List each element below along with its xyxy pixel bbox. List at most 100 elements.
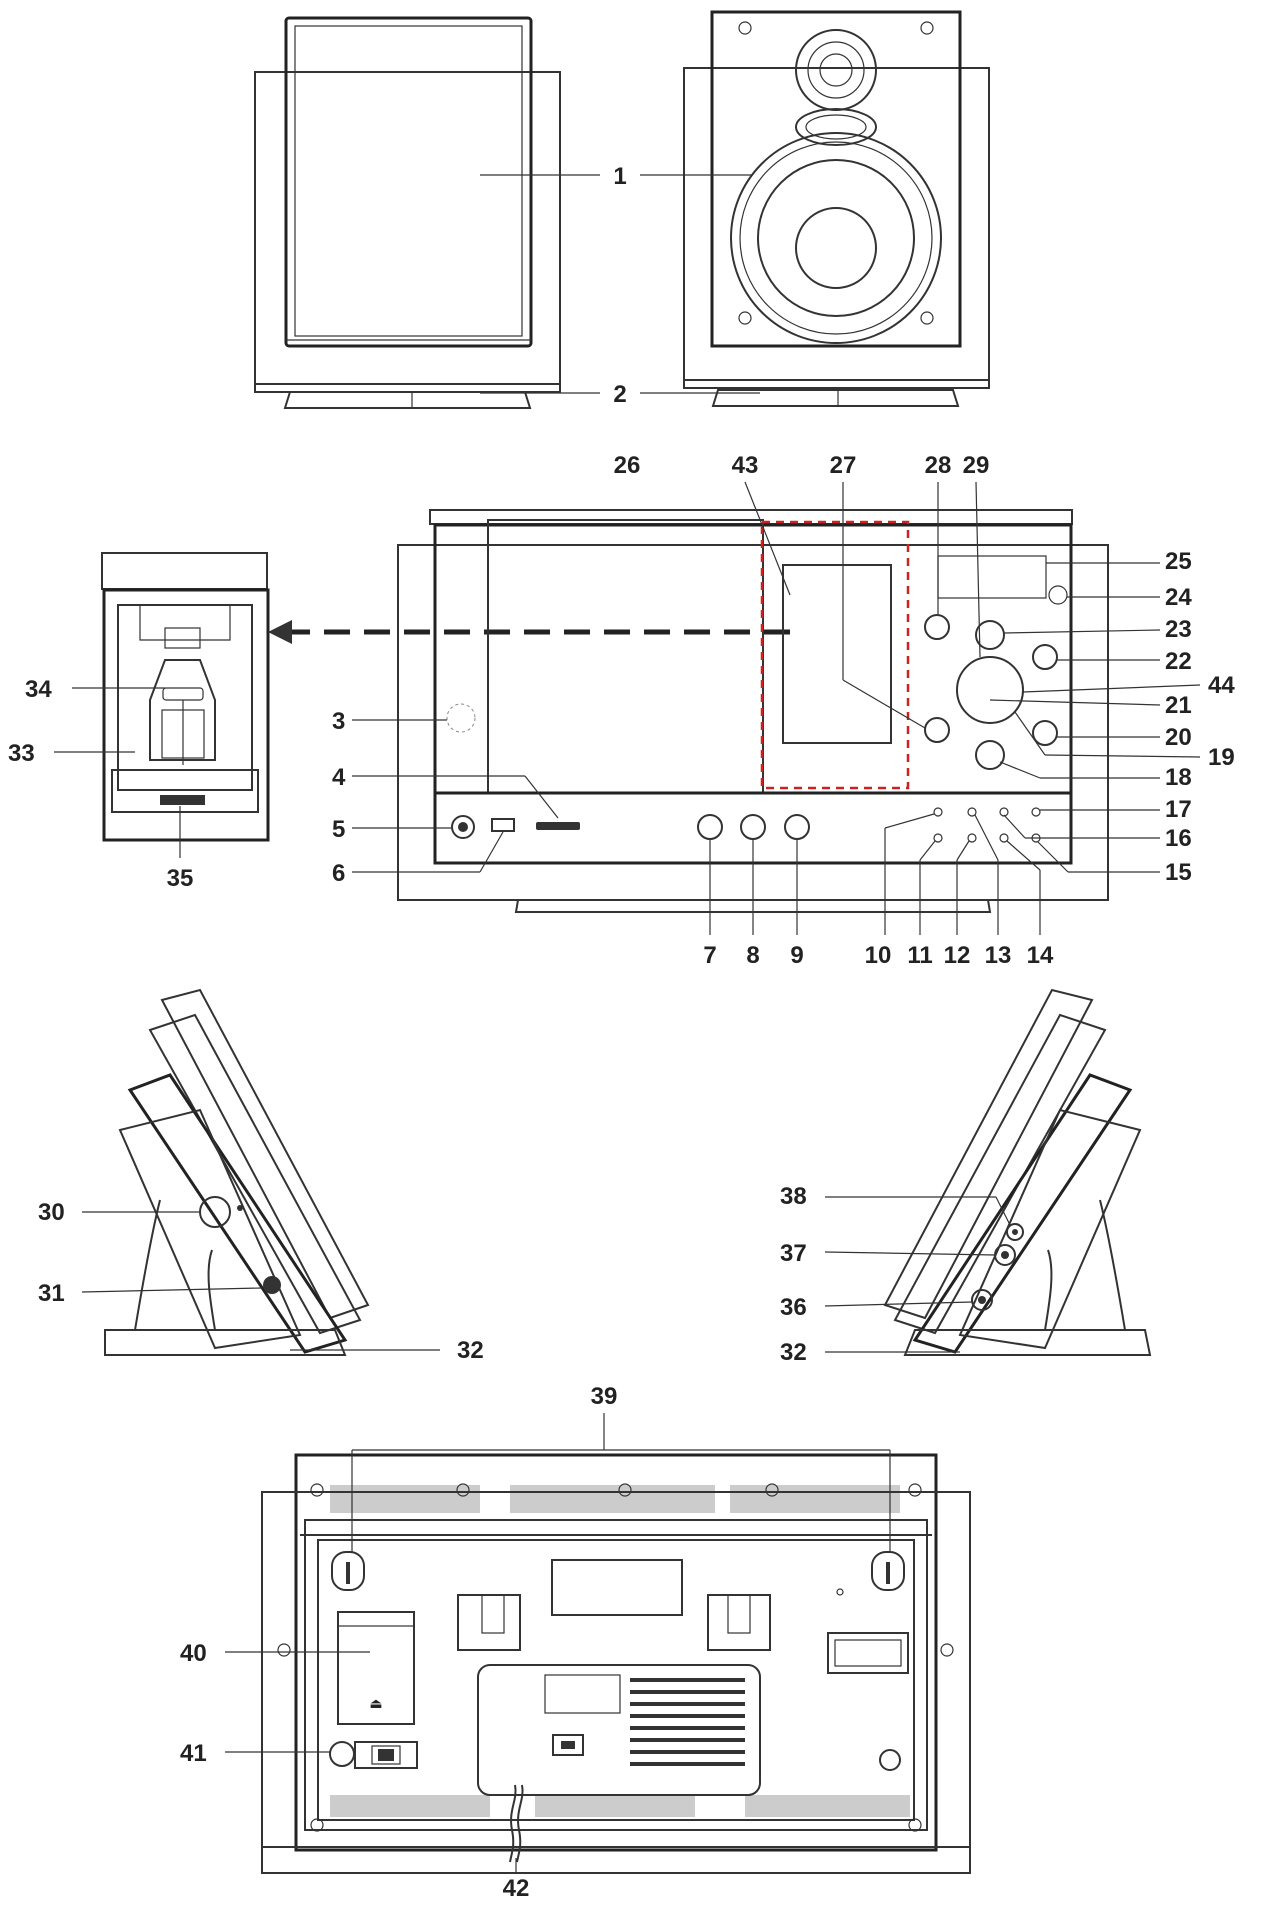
right-side-view: [883, 988, 1152, 1356]
rear-view: ⏏: [261, 1453, 971, 1874]
svg-text:27: 27: [830, 452, 857, 479]
callout-12: 12: [944, 840, 971, 969]
keyhole-right-icon: [871, 1551, 905, 1591]
tweeter-icon: [795, 29, 877, 111]
svg-text:15: 15: [1165, 859, 1192, 886]
callout-42: 42: [503, 1858, 530, 1902]
callout-29: 29: [963, 452, 990, 658]
callout-40: 40: [180, 1640, 370, 1667]
svg-text:6: 6: [332, 860, 345, 887]
callout-1: 1: [480, 163, 752, 190]
svg-text:36: 36: [780, 1294, 807, 1321]
svg-text:32: 32: [780, 1339, 807, 1366]
callout-17: 17: [1040, 796, 1192, 823]
svg-text:25: 25: [1165, 548, 1192, 575]
svg-text:32: 32: [457, 1337, 484, 1364]
battery-door-symbol: ⏏: [369, 1695, 382, 1711]
svg-text:10: 10: [865, 942, 892, 969]
svg-text:28: 28: [925, 452, 952, 479]
arrow-left-icon: [268, 620, 790, 644]
svg-text:44: 44: [1208, 672, 1235, 699]
svg-text:23: 23: [1165, 616, 1192, 643]
svg-text:33: 33: [8, 740, 35, 767]
svg-text:3: 3: [332, 708, 345, 735]
top-vent-slots: [330, 1485, 900, 1513]
svg-text:9: 9: [790, 942, 803, 969]
left-speaker-front-grille: [254, 16, 561, 409]
callout-15: 15: [1037, 841, 1192, 886]
svg-text:8: 8: [746, 942, 759, 969]
svg-text:29: 29: [963, 452, 990, 479]
svg-text:37: 37: [780, 1240, 807, 1267]
svg-text:21: 21: [1165, 692, 1192, 719]
callout-18: 18: [999, 761, 1192, 791]
callout-20: 20: [1057, 724, 1192, 751]
svg-text:12: 12: [944, 942, 971, 969]
svg-text:41: 41: [180, 1740, 207, 1767]
callout-33: 33: [8, 740, 135, 767]
svg-text:5: 5: [332, 816, 345, 843]
callout-23: 23: [1003, 616, 1192, 643]
svg-text:7: 7: [703, 942, 716, 969]
svg-text:18: 18: [1165, 764, 1192, 791]
svg-text:11: 11: [907, 942, 932, 969]
svg-text:38: 38: [780, 1183, 807, 1210]
callout-37: 37: [780, 1240, 996, 1267]
callout-14: 14: [1006, 840, 1054, 969]
callout-6: 6: [332, 831, 504, 887]
svg-text:1: 1: [613, 163, 626, 190]
callout-43: 43: [732, 452, 791, 596]
svg-text:20: 20: [1165, 724, 1192, 751]
callout-30: 30: [38, 1199, 200, 1226]
callout-36: 36: [780, 1294, 973, 1321]
ipod-dock-tray: [101, 552, 270, 842]
svg-text:2: 2: [613, 381, 626, 408]
callout-32-right: 32: [780, 1339, 960, 1366]
callout-5: 5: [332, 816, 451, 843]
callout-21: 21: [989, 692, 1192, 719]
svg-text:43: 43: [732, 452, 759, 479]
callout-9: 9: [790, 839, 804, 969]
svg-text:39: 39: [591, 1383, 618, 1410]
keyhole-left-icon: [331, 1551, 365, 1591]
svg-text:31: 31: [38, 1280, 65, 1307]
right-speaker-without-grille: [683, 10, 990, 407]
callout-35: 35: [167, 806, 193, 892]
left-side-view: [104, 988, 370, 1356]
callout-38: 38: [780, 1183, 1011, 1226]
svg-text:40: 40: [180, 1640, 207, 1667]
vent-grid: [630, 1678, 745, 1766]
callout-28: 28: [925, 452, 952, 614]
svg-text:26: 26: [614, 452, 641, 479]
speaker-icon: [730, 132, 942, 344]
callout-25: 25: [1046, 548, 1192, 575]
callout-4: 4: [332, 764, 559, 819]
callout-24: 24: [1067, 584, 1192, 611]
callout-19: 19: [1014, 711, 1235, 771]
svg-text:24: 24: [1165, 584, 1192, 611]
callout-31: 31: [38, 1280, 263, 1307]
callout-39: 39: [351, 1383, 891, 1552]
callout-44: 44: [1022, 672, 1235, 699]
svg-text:42: 42: [503, 1875, 530, 1901]
svg-text:14: 14: [1027, 942, 1054, 969]
callout-11: 11: [907, 840, 936, 969]
callout-32-left: 32: [290, 1337, 484, 1364]
callout-8: 8: [746, 839, 760, 969]
svg-text:19: 19: [1208, 744, 1235, 771]
callout-22: 22: [1057, 648, 1192, 675]
svg-text:13: 13: [985, 942, 1012, 969]
callout-41: 41: [180, 1740, 330, 1767]
bottom-vent-slots: [330, 1795, 910, 1817]
svg-text:4: 4: [332, 764, 346, 791]
callout-34: 34: [25, 676, 165, 703]
callout-2: 2: [480, 381, 760, 408]
svg-text:17: 17: [1165, 796, 1192, 823]
svg-text:30: 30: [38, 1199, 65, 1226]
callout-3: 3: [332, 708, 447, 735]
callout-16: 16: [1003, 814, 1192, 852]
callout-13: 13: [974, 814, 1012, 969]
callout-26: 26: [614, 452, 641, 479]
callout-7: 7: [703, 839, 717, 969]
